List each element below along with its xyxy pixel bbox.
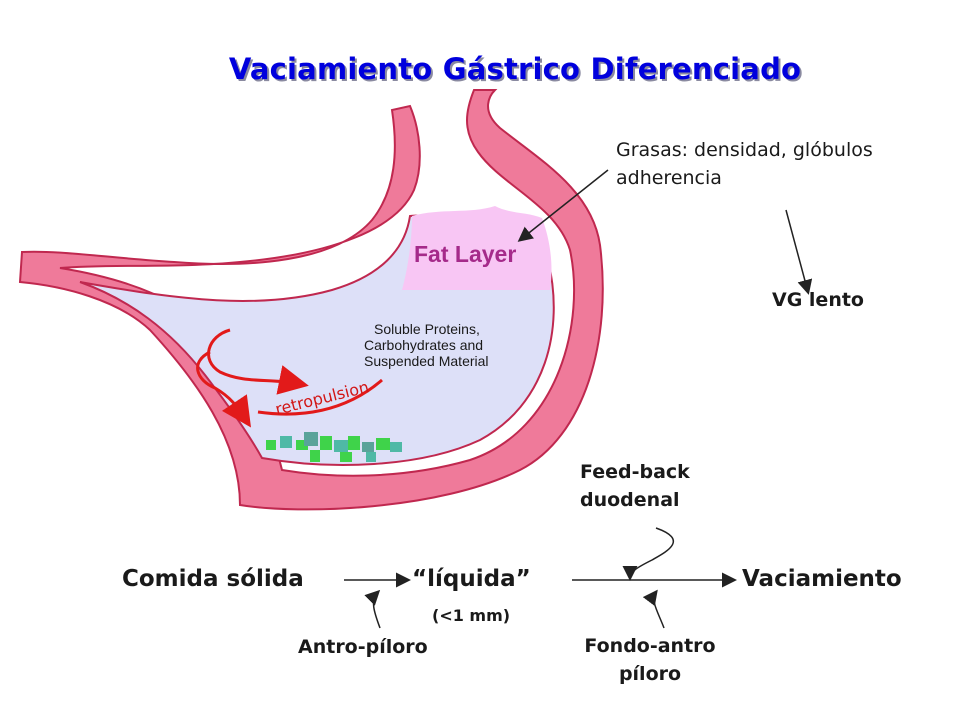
fondo-annotation: Fondo-antro píloro [560, 632, 740, 688]
retropulsion-arc [257, 378, 383, 416]
antro-label: Antro-píloro [298, 636, 428, 658]
retropulsion-arrow-inner [196, 350, 251, 428]
feedback-line2: duodenal [580, 489, 680, 511]
solid-particles [266, 432, 402, 462]
flow-solid: Comida sólida [122, 566, 304, 592]
flow-liquid: “líquida” [412, 566, 531, 592]
vg-lento-label: VG lento [772, 289, 864, 311]
feedback-annotation: Feed-back duodenal [580, 458, 690, 514]
feedback-line1: Feed-back [580, 461, 690, 483]
feedback-squiggle [622, 527, 674, 581]
liquid-label-line1: Soluble Proteins, [374, 321, 480, 337]
fats-line2: adherencia [616, 167, 722, 189]
liquid-label-line3: Suspended Material [364, 353, 489, 369]
fondo-squiggle [642, 589, 665, 629]
liquid-label-line2: Carbohydrates and [364, 337, 483, 353]
page-title: Vaciamiento Gástrico Diferenciado [228, 52, 802, 86]
fats-annotation: Grasas: densidad, glóbulos adherencia [616, 136, 873, 192]
antro-squiggle [364, 589, 381, 629]
flow-emptying: Vaciamiento [742, 566, 902, 592]
fondo-line1: Fondo-antro [584, 635, 716, 657]
vg-lento-arrow [785, 209, 813, 295]
fats-arrow [517, 169, 609, 242]
fats-line1: Grasas: densidad, glóbulos [616, 139, 873, 161]
particle-size: (<1 mm) [432, 606, 511, 625]
fondo-line2: píloro [618, 663, 682, 685]
fat-layer [402, 206, 552, 290]
fat-layer-label: Fat Layer [414, 241, 516, 267]
retropulsion-arrow-outer [207, 328, 309, 395]
